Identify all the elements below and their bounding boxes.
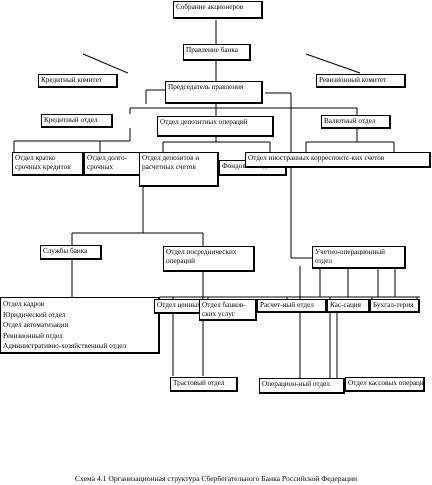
node-cash-dept: Кас-сация — [327, 299, 370, 313]
services-item: Административно-хозяйственный отдел — [3, 342, 127, 350]
services-item: Отдел кадров — [3, 300, 45, 308]
node-accounting-ops: Учетно-операционный отдел — [312, 246, 406, 269]
node-operations-dept: Операцион-ный отдел — [259, 378, 345, 394]
node-accounting: Бухгал-терия — [370, 299, 420, 313]
services-item: Отдел автоматизации — [3, 321, 69, 329]
node-bank-services: Службы банка — [40, 245, 102, 260]
node-chairman: Председатель правления — [165, 81, 263, 104]
node-board: Правление банка — [183, 44, 251, 61]
node-correspondent-accounts: Отдел иностранных корреспонтс-ких счетов — [245, 152, 431, 168]
services-item: Ревизионный отдел — [3, 331, 63, 340]
node-deposits-settlements: Отдел депозитов и расчетных счетов — [139, 152, 219, 187]
node-credit-dept: Кредитный отдел — [41, 114, 113, 128]
node-cash-ops-dept: Отдел кассовых операций — [345, 377, 425, 392]
figure-caption: Схема 4.1 Организационная структура Сбер… — [74, 474, 358, 483]
node-settlement-dept: Расчет-ный отдел — [257, 299, 327, 313]
node-fx-dept: Валютный отдел — [321, 115, 391, 129]
node-banking-services: Отдел банков-ских услуг — [199, 299, 257, 321]
node-long-term-credit: Отдел долго-срочных кредитов — [84, 152, 142, 176]
node-credit-committee: Кредитный комитет — [38, 74, 118, 88]
node-trust-dept: Трастовый отдел — [170, 377, 238, 392]
node-short-term-credit: Отдел кратко срочных кредитов — [12, 152, 84, 176]
node-services-list: Отдел кадров Юридический отдел Отдел авт… — [0, 297, 160, 354]
node-intermediary-ops: Отдел посреднических операций — [163, 246, 255, 272]
node-deposit-ops-dept: Отдел депозитных операций — [157, 116, 274, 137]
node-shareholders: Собрание акционеров — [173, 1, 263, 19]
services-item: Юридический отдел — [3, 310, 66, 319]
node-audit-committee: Ревизионный комитет — [316, 74, 406, 88]
